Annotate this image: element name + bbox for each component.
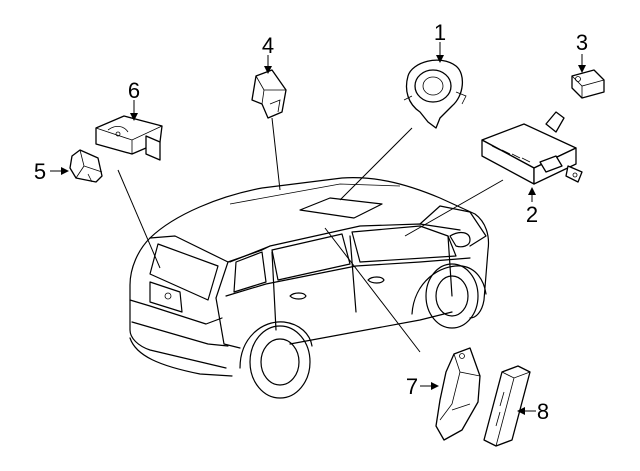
leader-lines <box>117 117 504 353</box>
part-5-sensor <box>69 149 103 183</box>
part-3-sensor <box>571 69 605 99</box>
callout-7: 7 <box>406 374 418 399</box>
vehicle-suv <box>129 177 490 399</box>
part-2-control-module <box>481 111 583 185</box>
callout-4: 4 <box>262 33 274 58</box>
callout-arrows <box>50 42 586 415</box>
part-6-bracket <box>95 115 163 161</box>
callout-1: 1 <box>434 20 446 45</box>
callout-2: 2 <box>526 202 538 227</box>
part-1-clock-spring <box>403 59 467 129</box>
part-4-sensor <box>251 69 287 119</box>
callout-labels: 1 2 3 4 5 6 7 8 <box>34 20 588 424</box>
callout-8: 8 <box>537 399 549 424</box>
part-7-side-module <box>435 347 481 441</box>
callout-3: 3 <box>576 30 588 55</box>
callout-6: 6 <box>128 78 140 103</box>
part-8-side-module <box>483 365 531 447</box>
callout-5: 5 <box>34 159 46 184</box>
